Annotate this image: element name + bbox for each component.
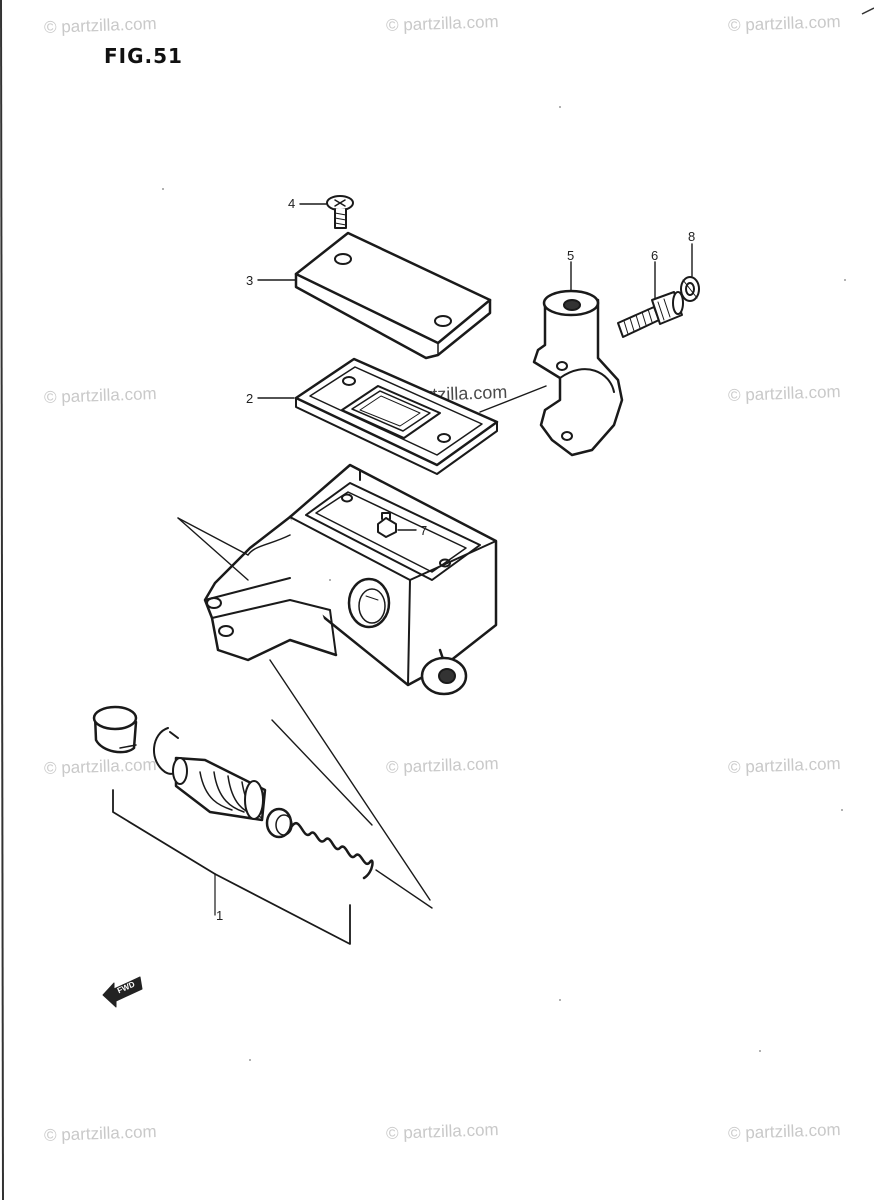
callout-2: 2 <box>246 391 254 406</box>
callout-4: 4 <box>288 196 296 211</box>
scan-noise <box>162 106 846 1061</box>
part-1-piston-kit <box>92 705 374 945</box>
figure-title: FIG.51 <box>104 44 183 68</box>
callout-3: 3 <box>246 273 254 288</box>
part-2-diaphragm <box>294 357 499 475</box>
callout-6: 6 <box>651 248 659 263</box>
part-5-clamp <box>532 289 624 457</box>
part-3-reservoir-cap <box>294 231 492 360</box>
part-7-valve <box>377 512 397 538</box>
part-4-screw <box>326 195 354 229</box>
callout-7: 7 <box>420 523 428 538</box>
callout-1: 1 <box>216 908 224 923</box>
callout-5: 5 <box>567 248 575 263</box>
fwd-arrow-icon <box>102 976 143 1008</box>
part-6-bolt <box>617 291 684 338</box>
callout-8: 8 <box>688 229 696 244</box>
leader-lines <box>177 203 693 909</box>
part-8-washer <box>680 276 700 302</box>
master-cylinder-body <box>203 463 498 696</box>
